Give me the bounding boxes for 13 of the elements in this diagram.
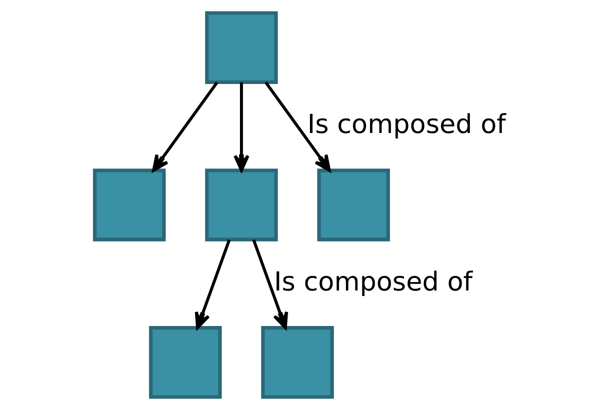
- node-box: [92, 168, 166, 242]
- arrow: [194, 239, 230, 330]
- arrow: [252, 239, 288, 330]
- node-box: [204, 11, 278, 84]
- node-box: [148, 326, 222, 399]
- node-box: [204, 168, 278, 242]
- edge-label: Is composed of: [306, 110, 506, 140]
- edge-label: Is composed of: [274, 267, 472, 298]
- node-box: [316, 168, 390, 242]
- arrow: [152, 82, 218, 172]
- node-box: [260, 326, 334, 399]
- arrow: [264, 82, 330, 172]
- arrow: [233, 82, 249, 172]
